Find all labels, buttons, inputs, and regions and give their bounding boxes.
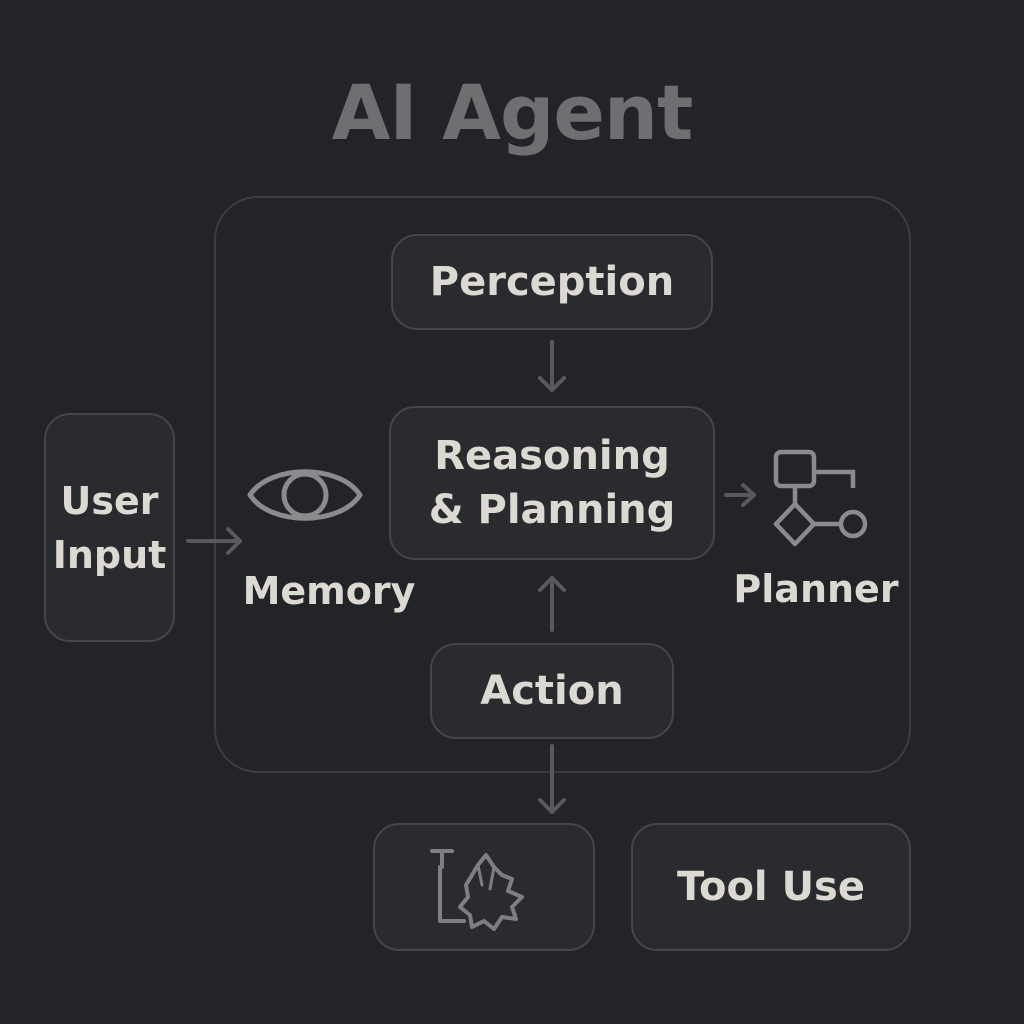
planner-label: Planner	[733, 567, 899, 611]
reasoning-label-line1: Reasoning	[434, 433, 670, 479]
agent-frame	[214, 196, 911, 773]
tool-use-node: Tool Use	[631, 823, 911, 951]
tool-use-label: Tool Use	[677, 864, 865, 910]
arrow-action-to-reasoning	[538, 576, 566, 632]
arrow-perception-to-reasoning	[538, 340, 566, 392]
memory-label: Memory	[242, 569, 416, 613]
eye-icon	[247, 469, 363, 521]
reasoning-node: Reasoning & Planning	[389, 406, 715, 560]
arrow-user-to-memory	[186, 527, 242, 555]
flowchart-icon	[773, 449, 868, 547]
action-label: Action	[480, 668, 624, 714]
diagram-title: AI Agent	[331, 68, 694, 157]
reasoning-label-line2: & Planning	[428, 487, 676, 533]
action-node: Action	[430, 643, 674, 739]
user-input-node: User Input	[44, 413, 175, 642]
tool-icon-node	[373, 823, 595, 951]
perception-label: Perception	[429, 259, 675, 305]
arrow-action-to-tools	[538, 744, 566, 814]
user-input-label-line1: User	[60, 478, 159, 523]
tool-sketch-icon	[430, 849, 524, 931]
perception-node: Perception	[391, 234, 713, 330]
user-input-label-line2: Input	[52, 532, 167, 577]
arrow-reasoning-to-planner	[724, 483, 756, 507]
